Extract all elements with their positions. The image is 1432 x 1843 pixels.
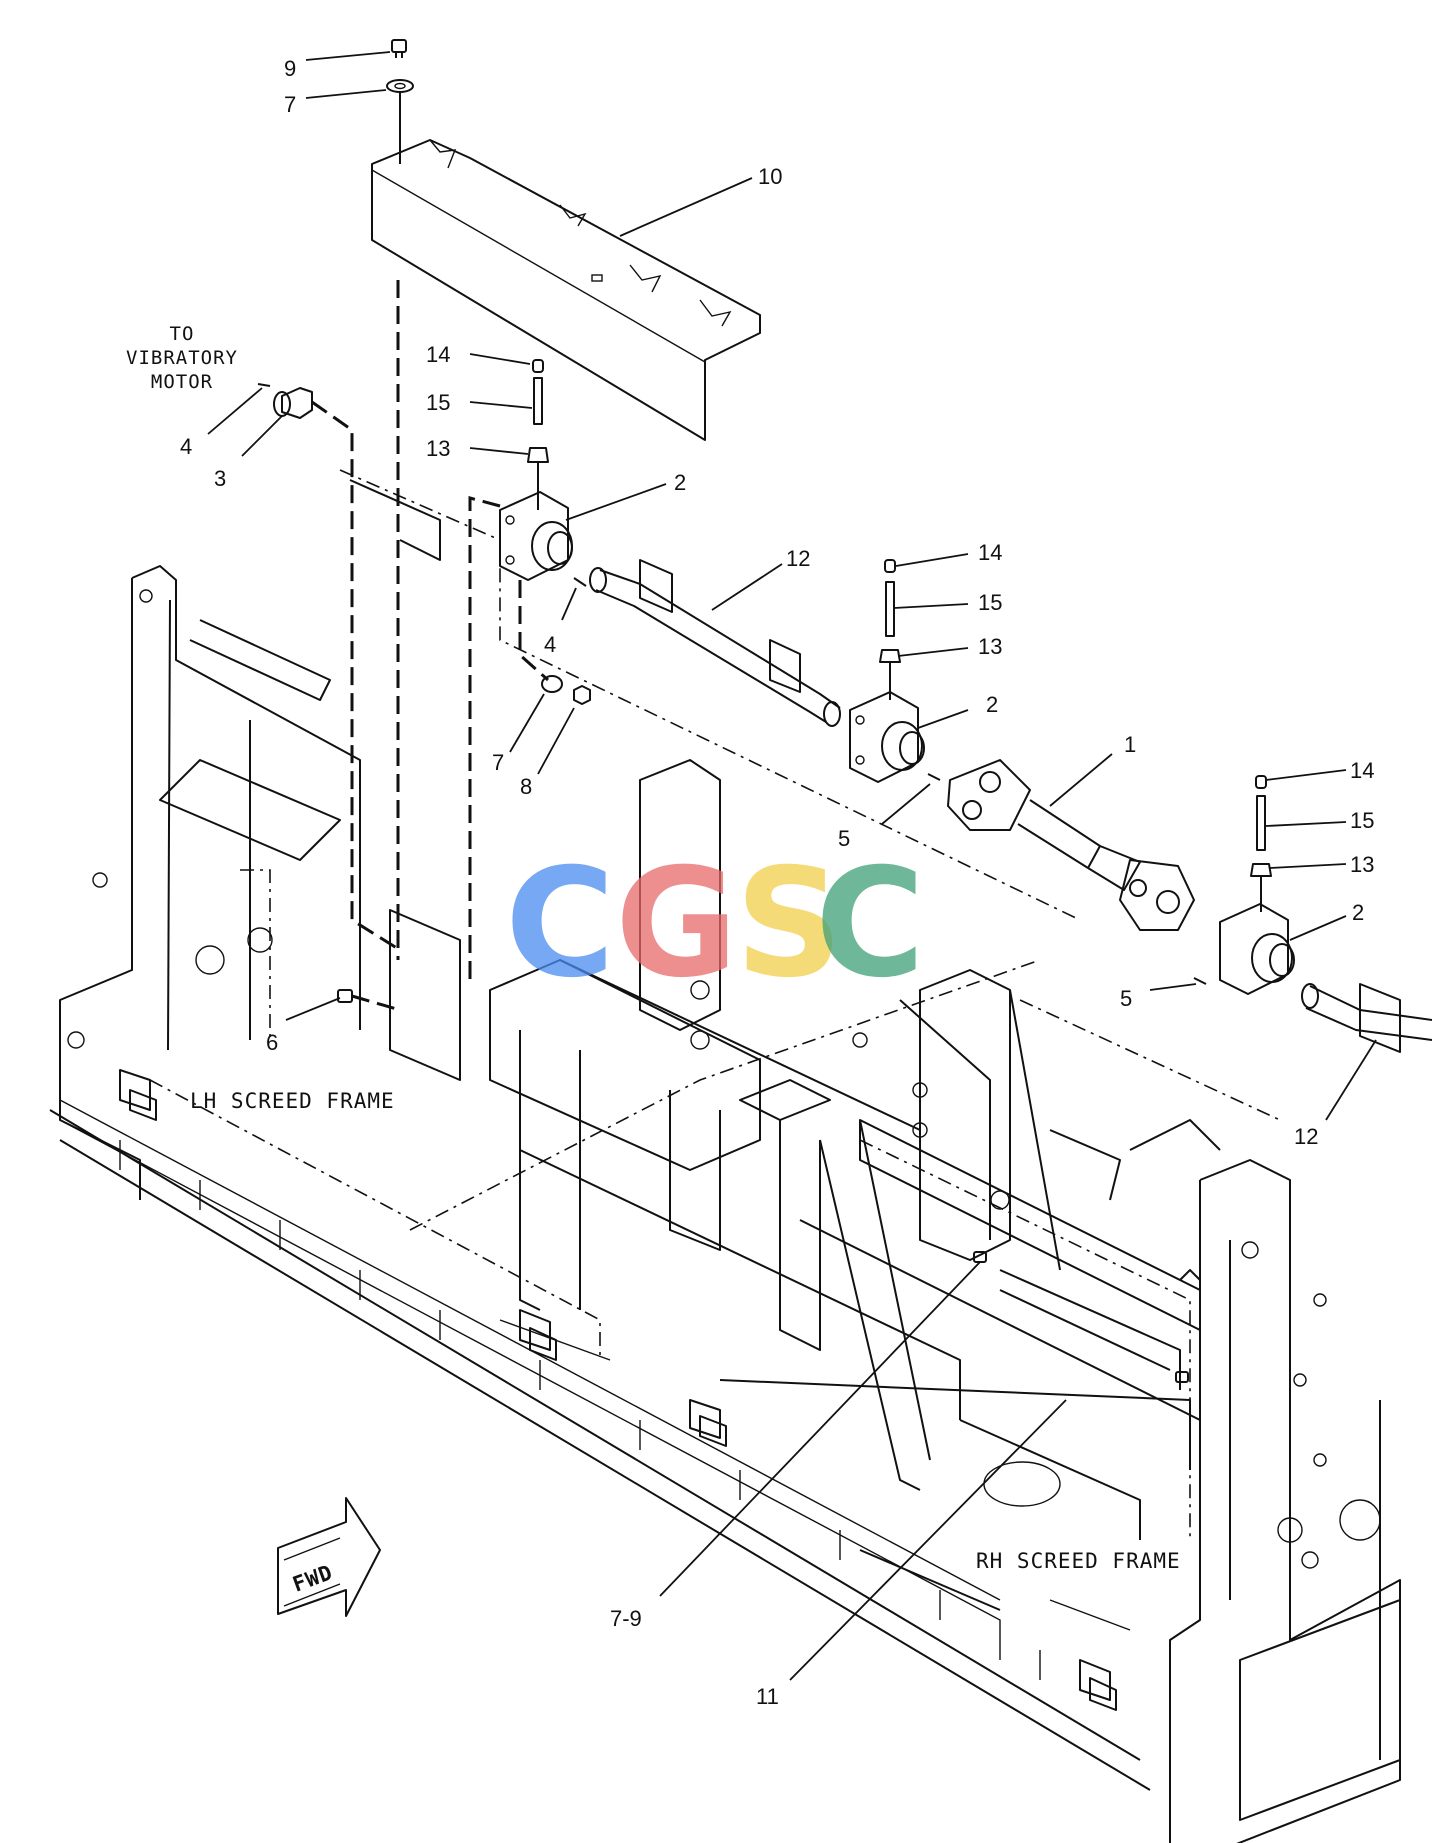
pin-4-b xyxy=(573,577,587,587)
callout-15-c: 15 xyxy=(1350,808,1374,833)
callout-2-c: 2 xyxy=(1352,900,1364,925)
callout-14-b: 14 xyxy=(978,540,1002,565)
callout-1: 1 xyxy=(1124,732,1136,757)
frame-base-edge xyxy=(49,1109,1151,1791)
callout-12-b: 12 xyxy=(1294,1124,1318,1149)
pin-4-left xyxy=(257,383,271,387)
coupler-3 xyxy=(273,387,313,419)
callout-15-a: 15 xyxy=(426,390,450,415)
callout-numbers: 9 7 10 14 15 13 2 4 3 12 4 7 8 14 15 13 … xyxy=(180,56,1374,1709)
watermark-letter-c1: C xyxy=(505,837,615,1011)
callout-13-b: 13 xyxy=(978,634,1002,659)
nut-8 xyxy=(573,685,591,705)
lh-screed-frame-label: LH SCREED FRAME xyxy=(190,1089,395,1113)
cap-screw-9 xyxy=(391,39,407,58)
callout-6: 6 xyxy=(266,1030,278,1055)
pin-5-b xyxy=(1193,977,1207,985)
callout-4-a: 4 xyxy=(180,434,192,459)
washer-7-b xyxy=(541,675,563,693)
callout-2-a: 2 xyxy=(674,470,686,495)
adapter-13-b xyxy=(879,649,901,663)
callout-4-b: 4 xyxy=(544,632,556,657)
callout-3: 3 xyxy=(214,466,226,491)
callout-12-a: 12 xyxy=(786,546,810,571)
cover-plate xyxy=(371,139,761,441)
callout-15-b: 15 xyxy=(978,590,1002,615)
cross-beam-11 xyxy=(859,1119,1201,1383)
callout-14-a: 14 xyxy=(426,342,450,367)
pin-5-a xyxy=(927,773,941,781)
fwd-label: FWD xyxy=(290,1560,337,1597)
lh-screed-frame xyxy=(59,469,1081,1660)
watermark-letter-c2: C xyxy=(815,837,925,1011)
watermark-letter-s: S xyxy=(735,837,843,1011)
bolt-6 xyxy=(337,989,401,1012)
stud-15-a xyxy=(533,377,543,425)
grease-fitting-14-a xyxy=(532,359,544,373)
grease-fitting-14-c xyxy=(1255,775,1267,789)
callout-7-top: 7 xyxy=(284,92,296,117)
note-line-3: MOTOR xyxy=(151,371,213,393)
callout-5-a: 5 xyxy=(838,826,850,851)
drive-shaft-1 xyxy=(947,759,1195,931)
callout-7-9: 7-9 xyxy=(610,1606,642,1631)
bearing-2-a xyxy=(499,491,573,581)
stud-15-c xyxy=(1256,795,1266,851)
adapter-13-c xyxy=(1250,863,1272,877)
watermark-letter-g: G xyxy=(615,837,738,1011)
fwd-arrow: FWD xyxy=(277,1497,381,1617)
callout-8: 8 xyxy=(520,774,532,799)
callout-leaders xyxy=(207,51,1377,1681)
shaft-12-lower xyxy=(1301,983,1432,1053)
watermark-logo: C G S C xyxy=(505,837,925,1011)
callout-11: 11 xyxy=(756,1684,779,1709)
rh-screed-frame-label: RH SCREED FRAME xyxy=(976,1549,1181,1573)
adapter-13-a xyxy=(527,447,549,463)
callout-5-b: 5 xyxy=(1120,986,1132,1011)
callout-10: 10 xyxy=(758,164,782,189)
callout-14-c: 14 xyxy=(1350,758,1374,783)
shaft-12-upper xyxy=(589,559,841,727)
callout-2-b: 2 xyxy=(986,692,998,717)
to-vibratory-motor-note: TO VIBRATORY MOTOR xyxy=(126,323,238,393)
note-line-2: VIBRATORY xyxy=(126,347,238,369)
rh-screed-frame xyxy=(859,999,1401,1843)
callout-13-c: 13 xyxy=(1350,852,1374,877)
callout-13-a: 13 xyxy=(426,436,450,461)
stud-15-b xyxy=(885,581,895,637)
bearing-2-c xyxy=(1219,903,1295,995)
bearing-2-b xyxy=(849,691,925,783)
washer-7-top xyxy=(386,79,414,93)
grease-fitting-14-b xyxy=(884,559,896,573)
note-line-1: TO xyxy=(170,323,195,345)
callout-7-b: 7 xyxy=(492,750,504,775)
callout-9: 9 xyxy=(284,56,296,81)
